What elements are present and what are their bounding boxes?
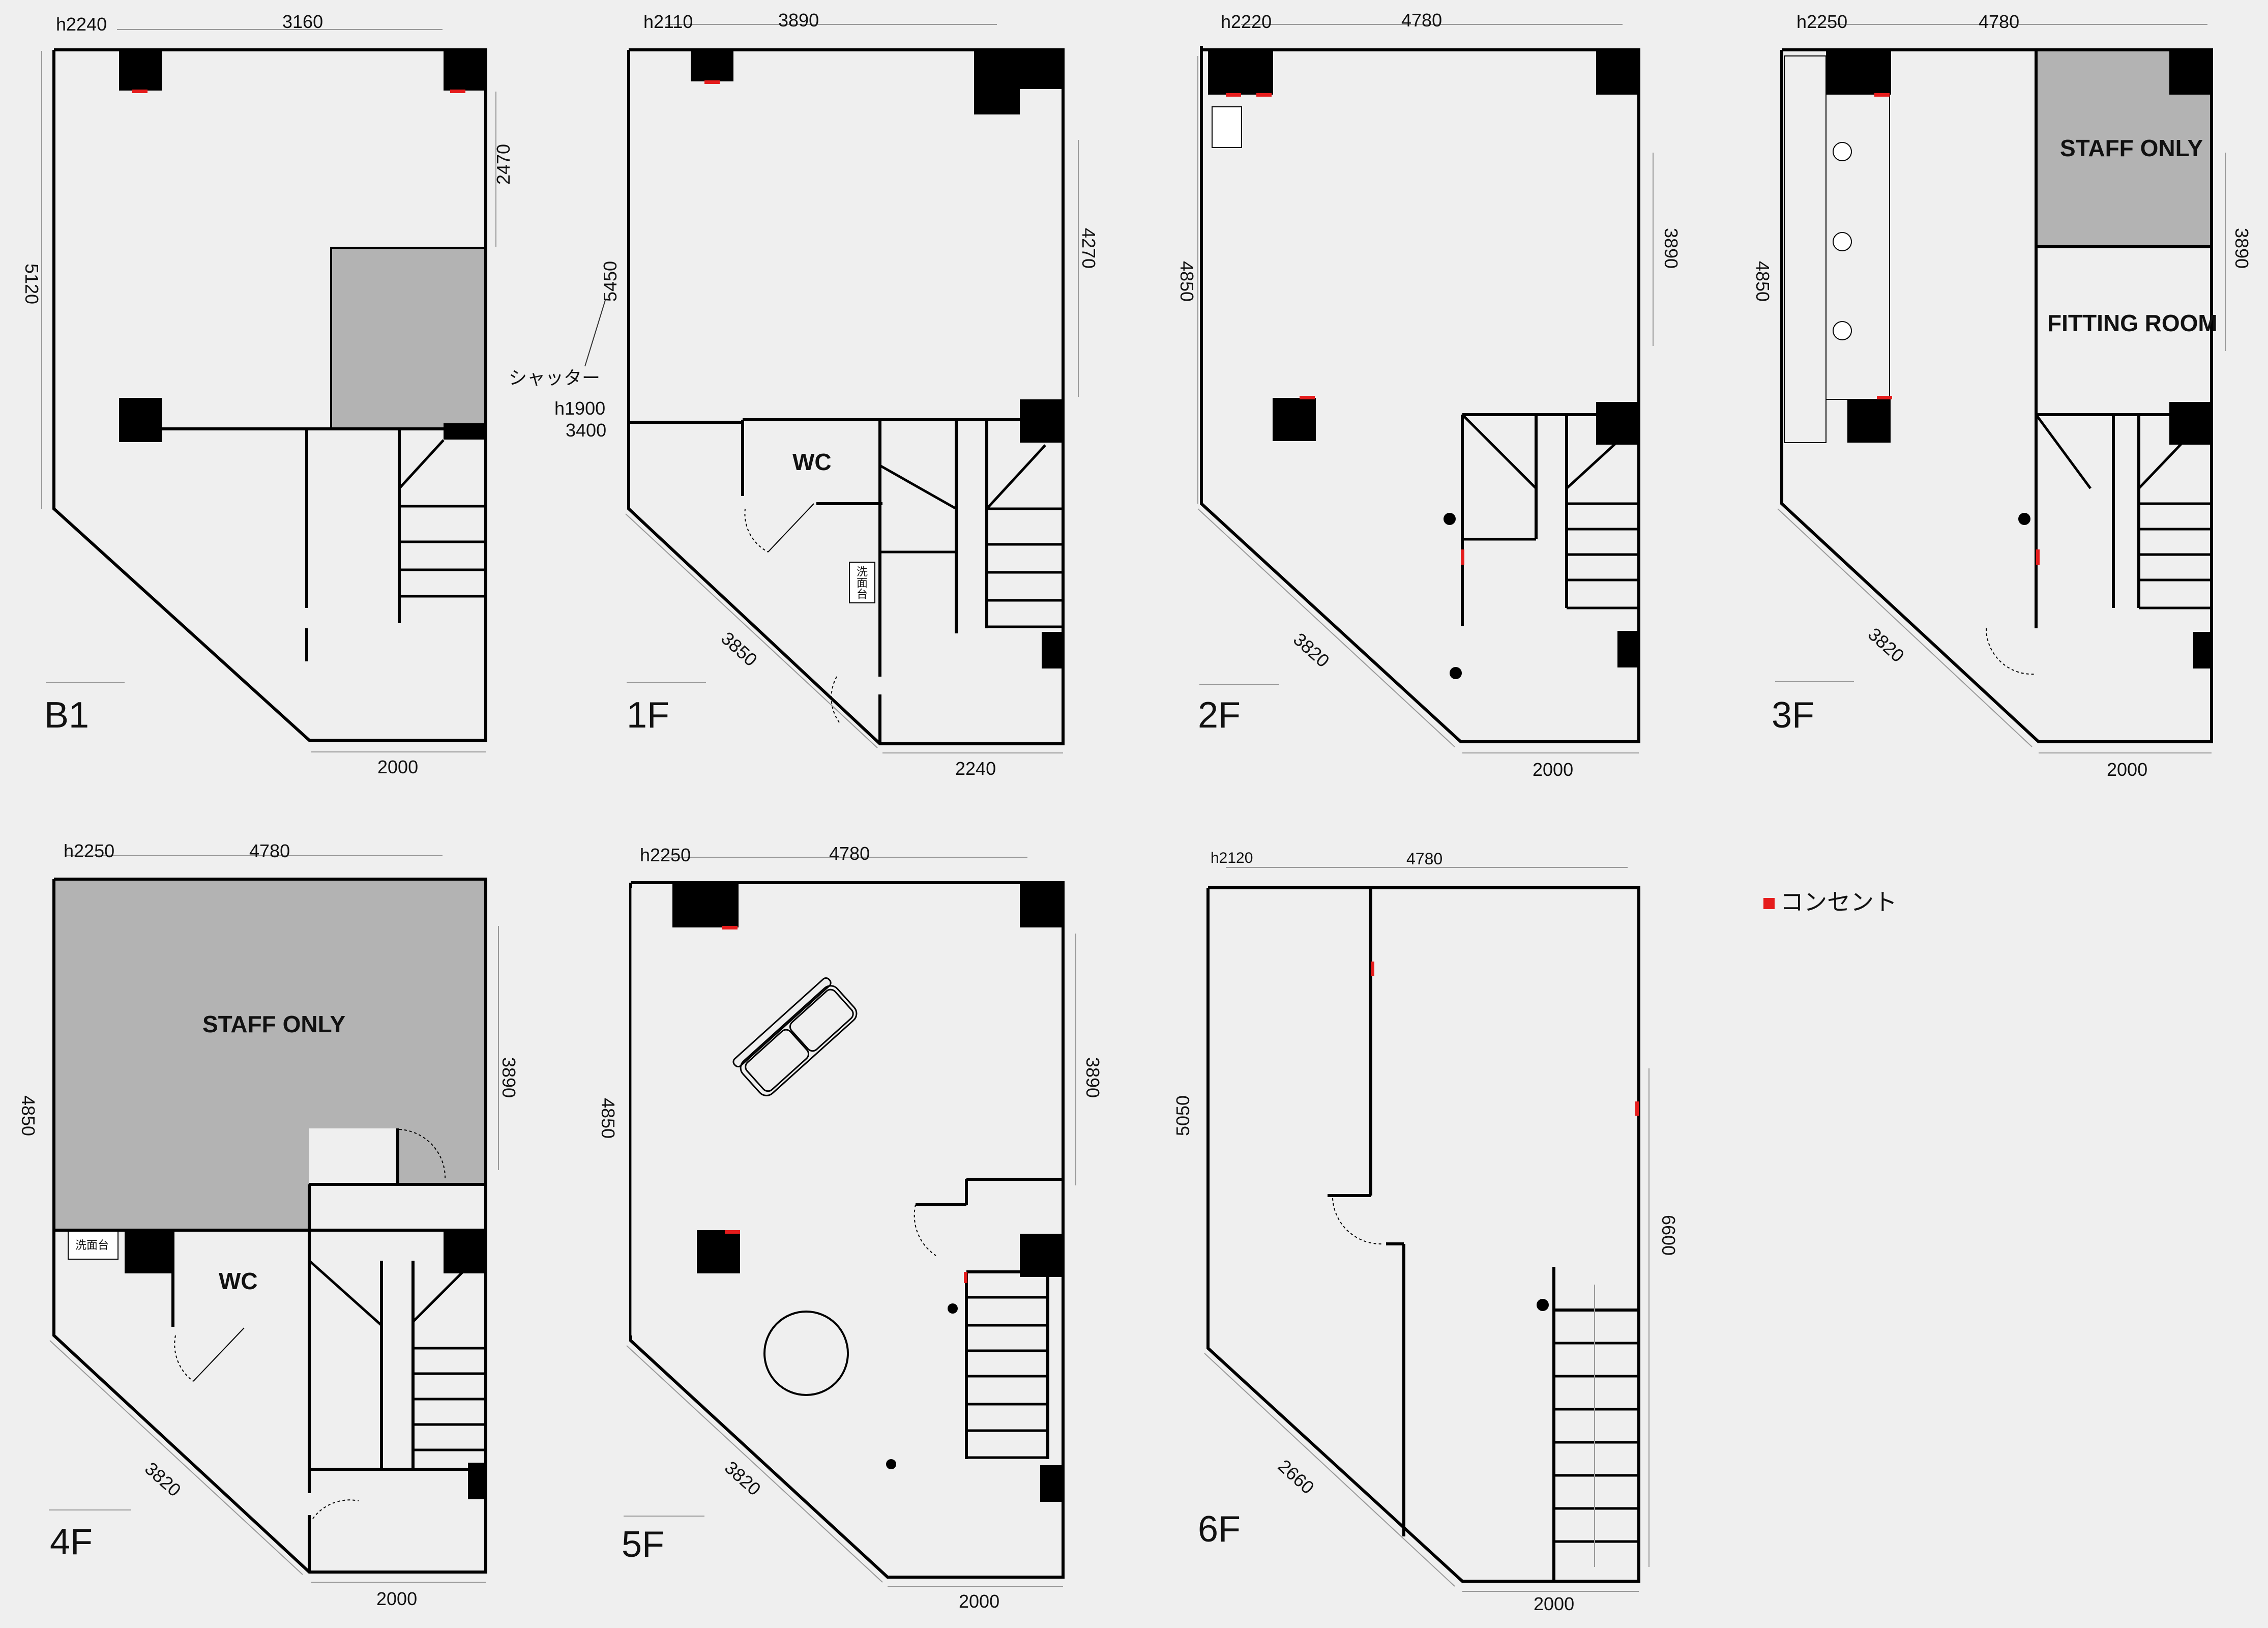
f5-depth-left: 4850 xyxy=(598,1097,619,1139)
f5-height: h2250 xyxy=(640,845,691,865)
exterior-wall xyxy=(629,881,1065,1579)
f4-depth-left: 4850 xyxy=(18,1095,39,1137)
exterior-wall xyxy=(52,48,487,742)
plan-5f xyxy=(624,857,1076,1587)
f6-height: h2120 xyxy=(1211,850,1253,866)
exterior-wall xyxy=(627,48,1065,745)
f1-width-bottom: 2240 xyxy=(955,758,996,779)
f1-wc-label: WC xyxy=(792,449,832,475)
f2-height: h2220 xyxy=(1221,11,1272,32)
f1-depth-left: 5450 xyxy=(600,260,621,302)
outlets xyxy=(132,80,2040,1283)
b1-floor-label: B1 xyxy=(44,695,90,736)
f2-depth-left: 4850 xyxy=(1176,260,1198,302)
f6-floor-label: 6F xyxy=(1198,1509,1241,1550)
f1-height: h2110 xyxy=(643,11,693,32)
round-table xyxy=(763,1311,849,1396)
f1-shutter: シャッター xyxy=(509,367,601,388)
f2-floor-label: 2F xyxy=(1198,695,1241,736)
f4-width-bottom: 2000 xyxy=(376,1588,418,1609)
sofa xyxy=(732,977,858,1096)
exterior-wall xyxy=(1200,48,1640,743)
f1-right-upper: 4270 xyxy=(1078,227,1100,269)
f3-width-top: 4780 xyxy=(1979,11,2020,32)
plan-2f xyxy=(1197,24,1654,753)
f3-floor-label: 3F xyxy=(1772,695,1815,736)
b1-right-upper: 2470 xyxy=(493,143,514,185)
f3-right-upper: 3890 xyxy=(2231,227,2253,269)
staff-area xyxy=(54,879,486,1230)
f5-width-top: 4780 xyxy=(829,843,870,864)
f4-height: h2250 xyxy=(64,840,115,861)
plan-b1 xyxy=(41,29,496,752)
b1-width-top: 3160 xyxy=(282,11,323,32)
f4-right-upper: 3890 xyxy=(498,1057,520,1098)
outlet-legend-swatch xyxy=(1763,898,1775,909)
b1-width-bottom: 2000 xyxy=(377,757,419,777)
f5-width-bottom: 2000 xyxy=(959,1591,1000,1612)
f6-depth-left: 5050 xyxy=(1172,1095,1194,1137)
b1-height: h2240 xyxy=(56,14,107,35)
f1-floor-label: 1F xyxy=(627,695,670,736)
f2-right-upper: 3890 xyxy=(1661,227,1682,269)
f3-width-bottom: 2000 xyxy=(2107,759,2148,780)
plan-3f xyxy=(1775,24,2226,753)
f4-wc-label: WC xyxy=(219,1268,258,1294)
f6-width-bottom: 2000 xyxy=(1534,1593,1575,1614)
exterior-wall xyxy=(1206,886,1640,1583)
f1-shutter-h: h1900 xyxy=(554,398,606,419)
f1-shutter-w: 3400 xyxy=(566,420,607,441)
b1-depth-left: 5120 xyxy=(21,263,43,305)
f5-right-upper: 3890 xyxy=(1082,1057,1104,1098)
f3-fitting-label: FITTING ROOM xyxy=(2047,310,2218,336)
plan-1f xyxy=(584,24,1079,753)
f4-staff-label: STAFF ONLY xyxy=(202,1011,346,1037)
plan-4f xyxy=(49,855,499,1583)
f4-width-top: 4780 xyxy=(249,840,290,861)
f3-depth-left: 4850 xyxy=(1752,260,1774,302)
f2-width-top: 4780 xyxy=(1401,10,1442,31)
f5-floor-label: 5F xyxy=(622,1524,665,1565)
f4-sink-label: 洗面台 xyxy=(75,1239,109,1252)
f4-floor-label: 4F xyxy=(50,1522,93,1562)
outlet-legend-label: コンセント xyxy=(1780,889,1897,915)
f3-height: h2250 xyxy=(1796,11,1848,32)
f2-width-bottom: 2000 xyxy=(1533,759,1574,780)
f1-width-top: 3890 xyxy=(778,10,819,31)
f6-width-top: 4780 xyxy=(1406,850,1443,868)
f3-staff-label: STAFF ONLY xyxy=(2060,135,2203,161)
columns xyxy=(119,49,2212,1502)
f1-sink-label: 洗面台 xyxy=(855,566,868,599)
plan-6f xyxy=(1204,867,1650,1592)
f6-right-upper: 6600 xyxy=(1658,1214,1680,1256)
exterior-wall xyxy=(1780,48,2213,743)
staff-area xyxy=(330,247,487,430)
